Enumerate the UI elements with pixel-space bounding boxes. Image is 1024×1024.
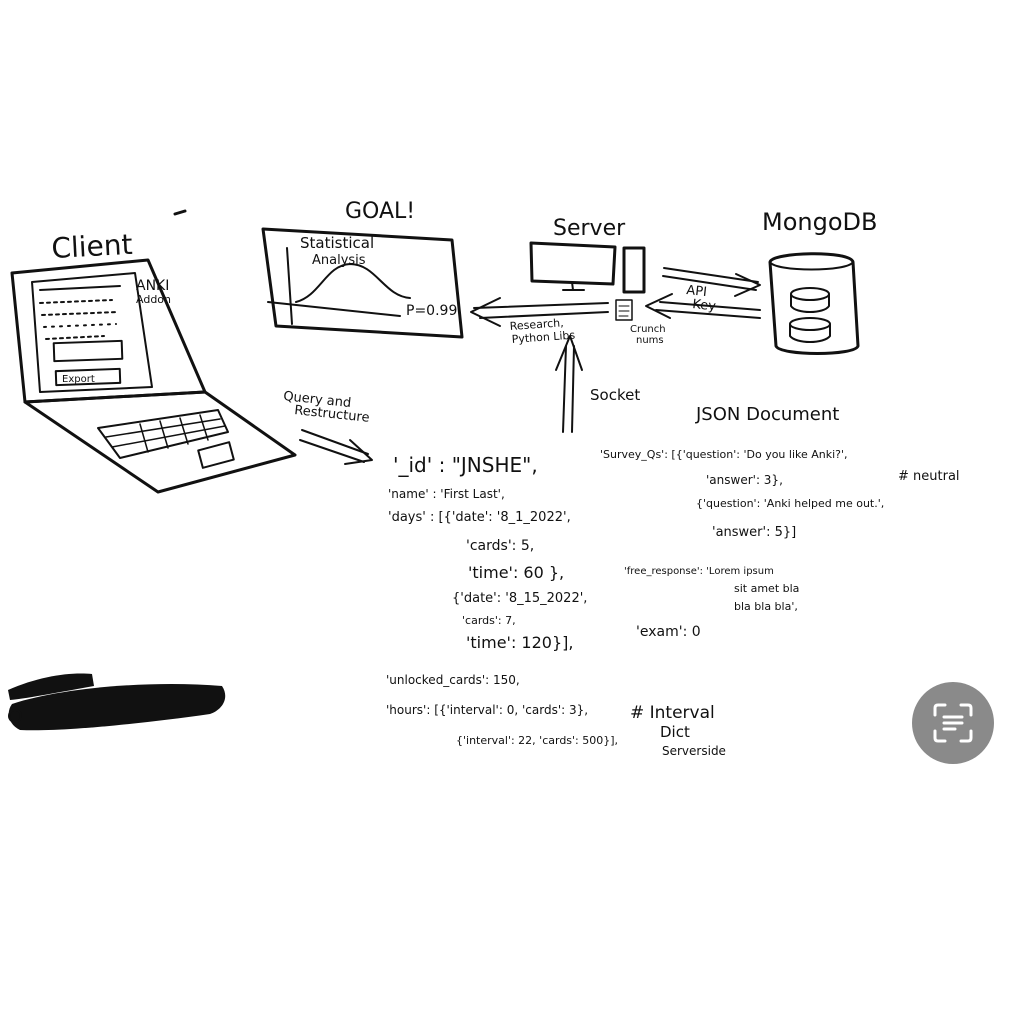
json-left-line: 'time': 60 }, bbox=[468, 563, 564, 582]
json-left-line: 'cards': 7, bbox=[462, 614, 516, 627]
neutral-comment: # neutral bbox=[898, 469, 960, 484]
socket-label: Socket bbox=[590, 386, 640, 404]
scan-text-button[interactable] bbox=[912, 682, 994, 764]
json-left-line: 'hours': [{'interval': 0, 'cards': 3}, bbox=[386, 703, 588, 717]
json-right-line: 'exam': 0 bbox=[636, 624, 701, 640]
json-left-line: 'days' : [{'date': '8_1_2022', bbox=[388, 510, 571, 525]
interval-comment-line-3: Serverside bbox=[662, 744, 726, 758]
query-label-2: Restructure bbox=[294, 403, 371, 426]
interval-comment: # Interval Dict Serverside bbox=[630, 703, 726, 758]
interval-comment-line-2: Dict bbox=[660, 723, 690, 741]
research-arrow: Research, Python Libs bbox=[470, 297, 609, 346]
json-left-line: 'unlocked_cards': 150, bbox=[386, 673, 520, 687]
interval-comment-line-1: # Interval bbox=[630, 703, 715, 723]
crunch-label-1: Crunch bbox=[630, 324, 666, 335]
socket-arrow: Socket bbox=[555, 335, 640, 433]
stat-analysis-label-1: Statistical bbox=[300, 234, 374, 252]
research-label-2: Python Libs bbox=[511, 329, 576, 346]
json-document-title: JSON Document bbox=[695, 404, 839, 425]
mongodb-label: MongoDB bbox=[762, 208, 877, 236]
json-left-line: '_id' : "JNSHE", bbox=[393, 453, 538, 477]
json-right-line: {'question': 'Anki helped me out.', bbox=[696, 497, 884, 510]
redaction-mark bbox=[8, 673, 226, 731]
client-laptop: Client Export ANKI Addon bbox=[10, 228, 297, 494]
json-right-line: bla bla bla', bbox=[734, 600, 798, 613]
api-key-label-1: API bbox=[686, 283, 708, 300]
json-right-line: 'Survey_Qs': [{'question': 'Do you like … bbox=[600, 448, 848, 461]
p-value-label: P=0.99 bbox=[406, 303, 457, 319]
anki-addon-label-1: ANKI bbox=[136, 278, 169, 294]
json-right-line: 'free_response': 'Lorem ipsum bbox=[624, 566, 774, 577]
goal-label: GOAL! bbox=[345, 199, 415, 224]
api-key-label-2: Key bbox=[692, 297, 717, 314]
query-arrow: Query and Restructure bbox=[283, 389, 373, 465]
json-right-line: sit amet bla bbox=[734, 582, 799, 595]
research-label-1: Research, bbox=[509, 316, 564, 333]
json-left-line: 'cards': 5, bbox=[466, 538, 534, 554]
json-left-column: '_id' : "JNSHE", 'name' : 'First Last', … bbox=[386, 453, 618, 747]
query-label-1: Query and bbox=[283, 389, 352, 411]
json-left-line: {'interval': 22, 'cards': 500}], bbox=[456, 734, 618, 747]
anki-addon-label-2: Addon bbox=[136, 293, 171, 306]
crunch-label-2: nums bbox=[636, 335, 664, 346]
export-button-label: Export bbox=[62, 374, 95, 385]
json-right-column: 'Survey_Qs': [{'question': 'Do you like … bbox=[600, 448, 884, 640]
goal-chart: GOAL! Statistical Analysis P=0.99 bbox=[261, 199, 464, 339]
json-left-line: 'time': 120}], bbox=[466, 633, 573, 652]
json-right-line: 'answer': 3}, bbox=[706, 473, 783, 487]
json-left-line: {'date': '8_15_2022', bbox=[452, 591, 587, 606]
scan-text-icon bbox=[933, 703, 973, 743]
server-label: Server bbox=[553, 216, 626, 241]
server: Server Crunch nums bbox=[529, 216, 666, 346]
api-key-arrows: API Key bbox=[645, 267, 761, 319]
mongodb: MongoDB bbox=[762, 208, 877, 355]
json-right-line: 'answer': 5}] bbox=[712, 525, 796, 540]
json-left-line: 'name' : 'First Last', bbox=[388, 487, 505, 501]
client-label: Client bbox=[51, 228, 134, 265]
